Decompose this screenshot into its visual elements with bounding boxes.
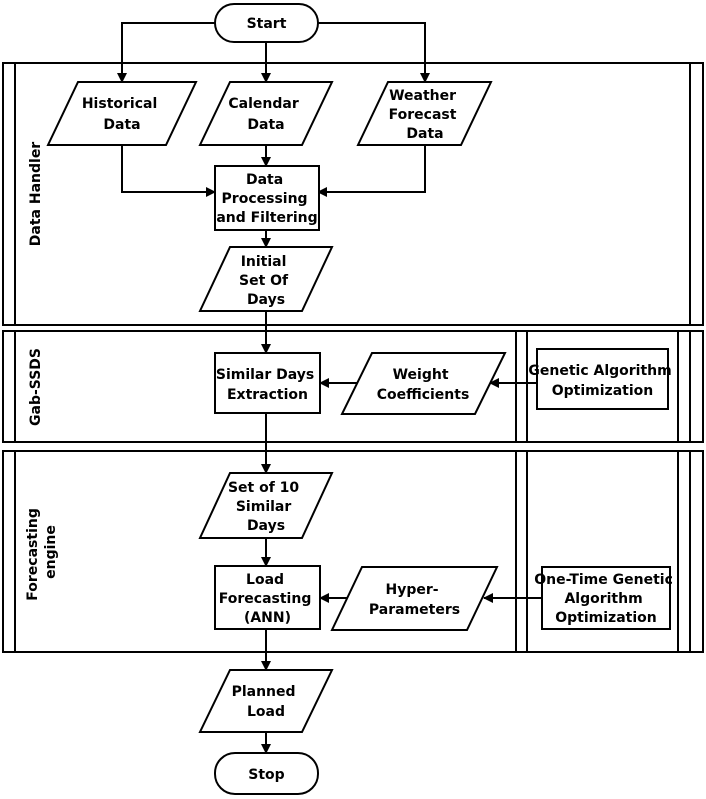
data-processing-label: Data Processing and Filtering: [216, 172, 317, 226]
weather-forecast-data-label: Weather Forecast Data: [389, 88, 462, 142]
start-label: Start: [247, 16, 287, 32]
connectors: [117, 22, 542, 754]
lane-forecasting-engine: Forecasting engine: [2, 450, 704, 653]
lane-gab-ssds: Gab-SSDS: [2, 330, 704, 443]
planned-load-node: Planned Load: [198, 669, 334, 733]
connector-weather-to-processing: [317, 145, 426, 197]
stop-label: Stop: [248, 767, 284, 783]
calendar-data-label: Calendar Data: [228, 96, 303, 133]
hyper-parameters-node: Hyper- Parameters: [330, 566, 499, 631]
data-processing-node: Data Processing and Filtering: [214, 165, 320, 231]
connector-historical-to-processing: [121, 145, 216, 197]
one-time-ga-node: One-Time Genetic Algorithm Optimization: [534, 566, 678, 630]
stop-node: Stop: [214, 752, 319, 795]
weight-coefficients-label: Weight Coefficients: [377, 367, 470, 403]
one-time-ga-label: One-Time Genetic Algorithm Optimization: [534, 572, 678, 626]
weight-coefficients-node: Weight Coefficients: [340, 352, 507, 415]
set-of-10-similar-days-node: Set of 10 Similar Days: [198, 472, 334, 539]
lane-label-data-handler: Data Handler: [28, 142, 44, 247]
weather-forecast-data-node: Weather Forecast Data: [356, 81, 493, 146]
genetic-algorithm-node: Genetic Algorithm Optimization: [528, 348, 676, 410]
start-node: Start: [214, 3, 319, 43]
connector-start-to-historical: [117, 22, 215, 83]
genetic-algorithm-label: Genetic Algorithm Optimization: [528, 363, 676, 399]
lane-label-forecasting-engine: Forecasting engine: [25, 503, 59, 600]
lane-label-gab-ssds: Gab-SSDS: [28, 348, 44, 426]
similar-days-extraction-node: Similar Days Extraction: [214, 352, 321, 414]
lane-data-handler: Data Handler: [2, 62, 704, 326]
historical-data-label: Historical Data: [82, 96, 162, 133]
calendar-data-node: Calendar Data: [198, 81, 334, 146]
similar-days-extraction-label: Similar Days Extraction: [216, 367, 319, 403]
initial-set-label: Initial Set Of Days: [239, 254, 293, 308]
set-of-10-similar-days-label: Set of 10 Similar Days: [228, 480, 304, 534]
historical-data-node: Historical Data: [46, 81, 198, 146]
load-forecasting-node: Load Forecasting (ANN): [214, 565, 321, 630]
hyper-parameters-label: Hyper- Parameters: [369, 582, 460, 618]
load-forecasting-label: Load Forecasting (ANN): [219, 572, 316, 626]
initial-set-node: Initial Set Of Days: [198, 246, 334, 312]
connector-start-to-weather: [318, 22, 430, 83]
planned-load-label: Planned Load: [232, 684, 301, 720]
